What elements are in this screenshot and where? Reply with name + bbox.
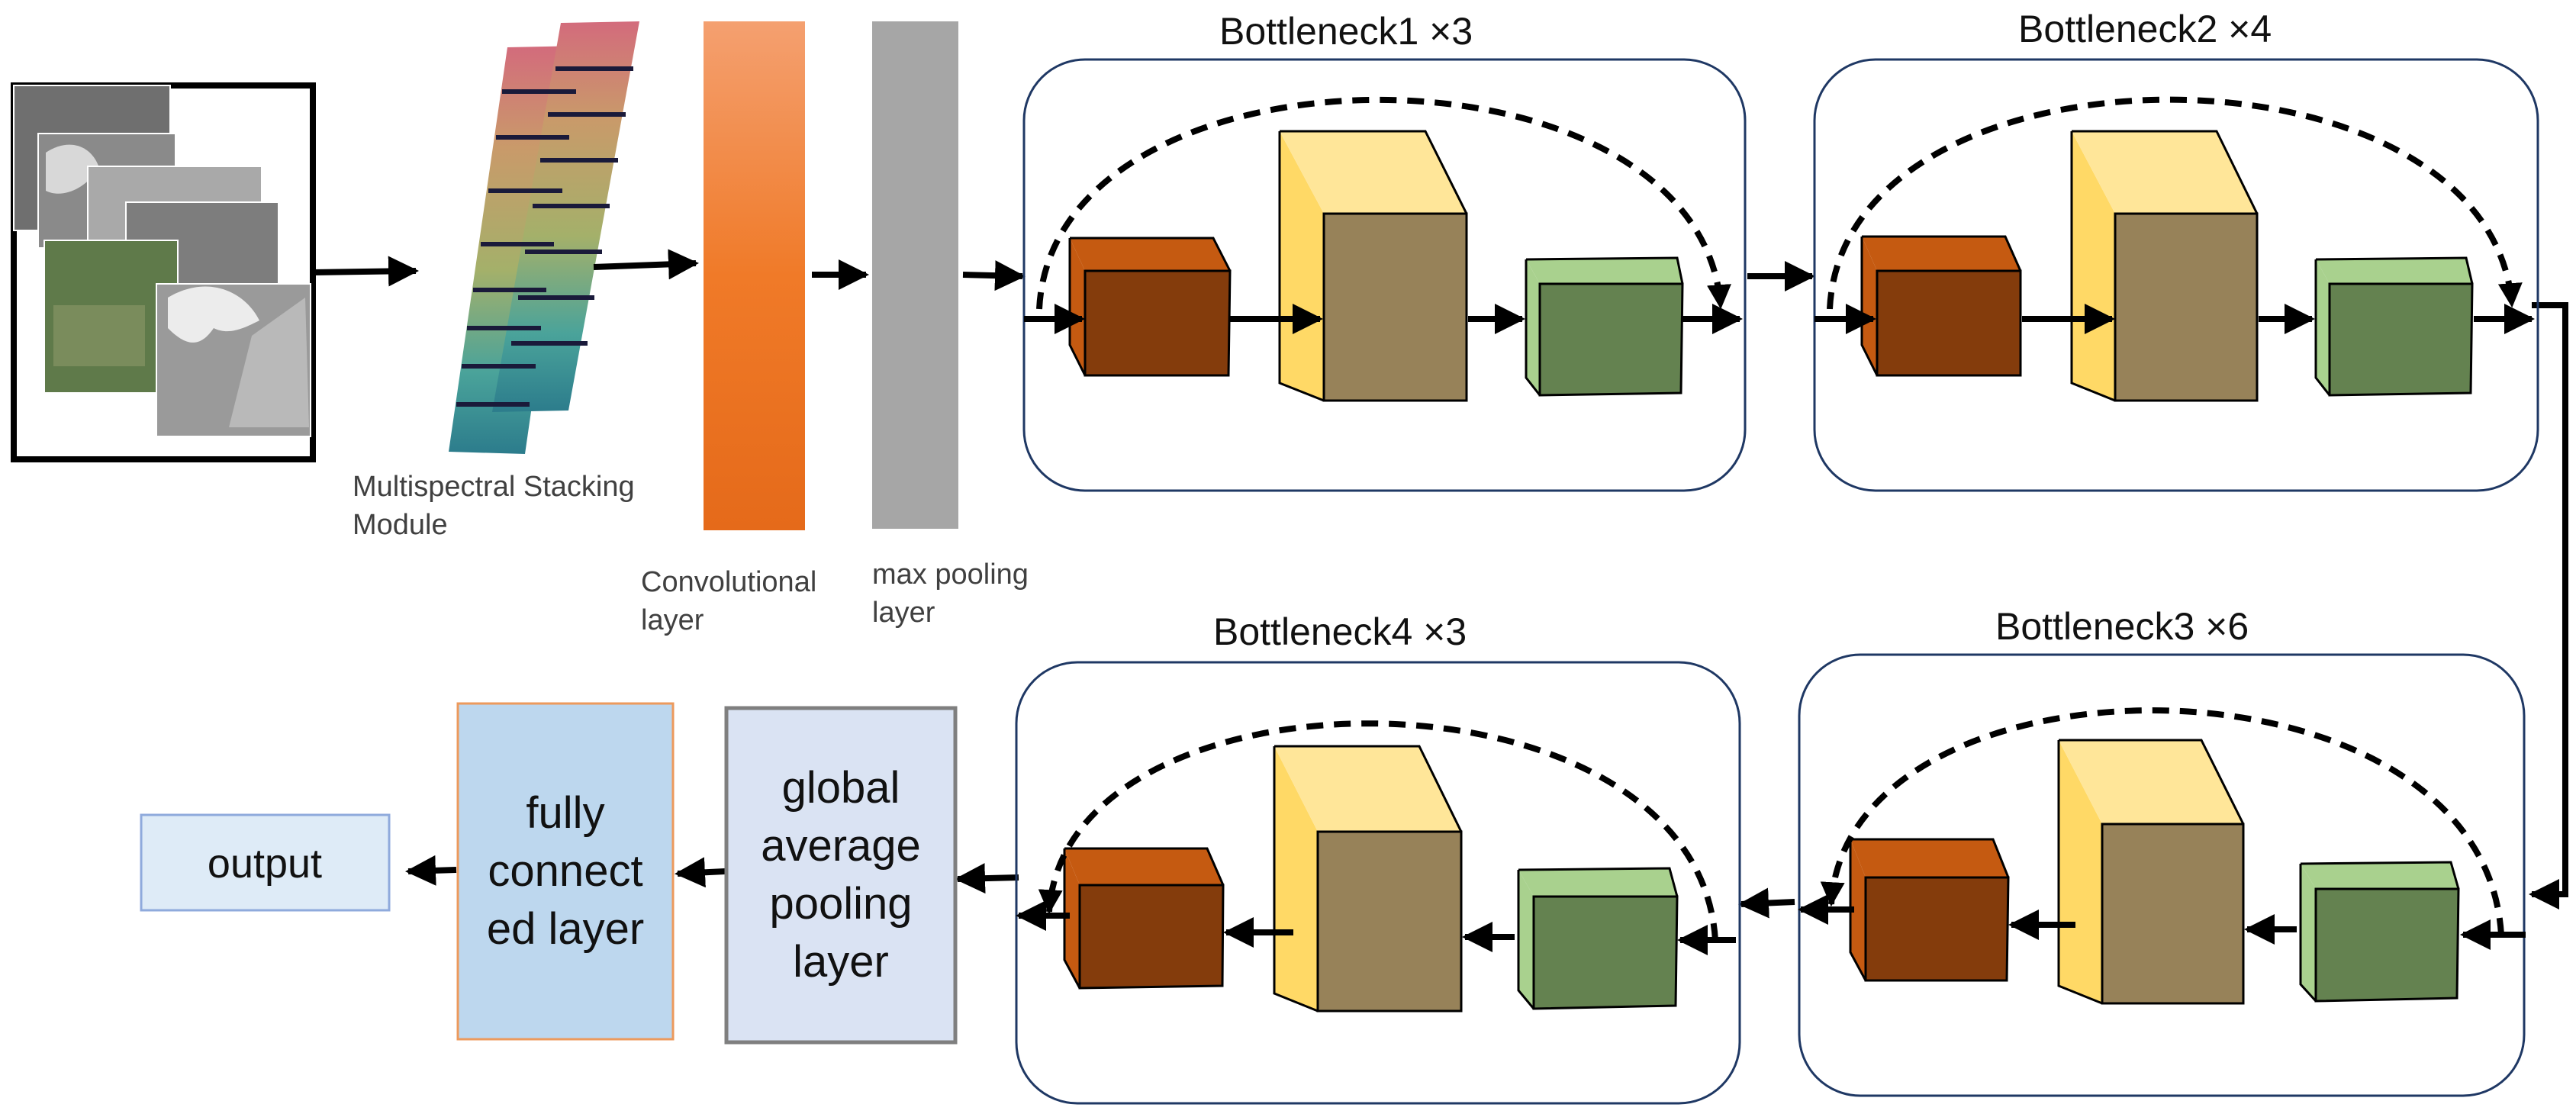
bottleneck1-title: Bottleneck1 ×3 [1219,10,1473,53]
b2-skip-connection [1827,96,2523,310]
b4-skip-connection [1038,720,1718,941]
input-image-stack [11,82,316,462]
output-label: output [208,841,322,887]
bottleneck2-title: Bottleneck2 ×4 [2018,8,2272,50]
arrow-b2-to-b3 [2529,302,2568,910]
b1-skip-connection [1036,96,1731,310]
b4-conv1x1-cube [1063,847,1225,990]
b3-conv1x1-cube [1849,838,2010,982]
arrow-stack-to-conv [593,249,699,280]
b4-conv1x1b-cube [1517,867,1679,1010]
b3-conv1x1b-cube [2299,861,2460,1003]
b4-conv3x3-cube [1273,745,1463,1013]
b2-conv3x3-cube [2070,130,2259,402]
output-box: output [140,813,391,912]
bottleneck2-frame [1813,58,2539,492]
arrow-pool-to-b1 [962,260,1026,291]
multispectral-stack [449,21,639,454]
arrow-b3-to-b4 [1738,887,1795,919]
bottleneck1-frame [1022,58,1747,492]
arrow-input-to-stack [312,256,419,287]
b1-conv1x1-cube [1068,237,1232,377]
bottleneck3-frame [1798,653,2526,1097]
b2-conv1x1-cube [1860,235,2022,377]
b1-conv1x1b-cube [1525,256,1684,397]
bottleneck1-block: Bottleneck1 ×3 [1022,10,1747,492]
b3-skip-connection [1820,707,2504,935]
b3-conv3x3-cube [2057,739,2245,1005]
bottleneck4-frame [1015,661,1741,1105]
bottleneck4-title: Bottleneck4 ×3 [1213,610,1467,653]
bottleneck2-block: Bottleneck2 ×4 [1813,8,2539,492]
arrow-b4-to-gap [955,863,1019,894]
max-pooling-layer [872,21,958,529]
top-flow-arrows [312,249,2568,919]
convolutional-layer [704,21,805,530]
bottleneck3-block: Bottleneck3 ×6 [1798,605,2526,1097]
b1-conv3x3-cube [1278,130,1468,402]
arrow-gap-to-fc [675,857,726,888]
bottleneck4-block: Bottleneck4 ×3 [1015,610,1741,1105]
b2-conv1x1b-cube [2314,256,2474,397]
arrow-fc-to-output [405,855,457,886]
bottleneck3-title: Bottleneck3 ×6 [1995,605,2249,648]
